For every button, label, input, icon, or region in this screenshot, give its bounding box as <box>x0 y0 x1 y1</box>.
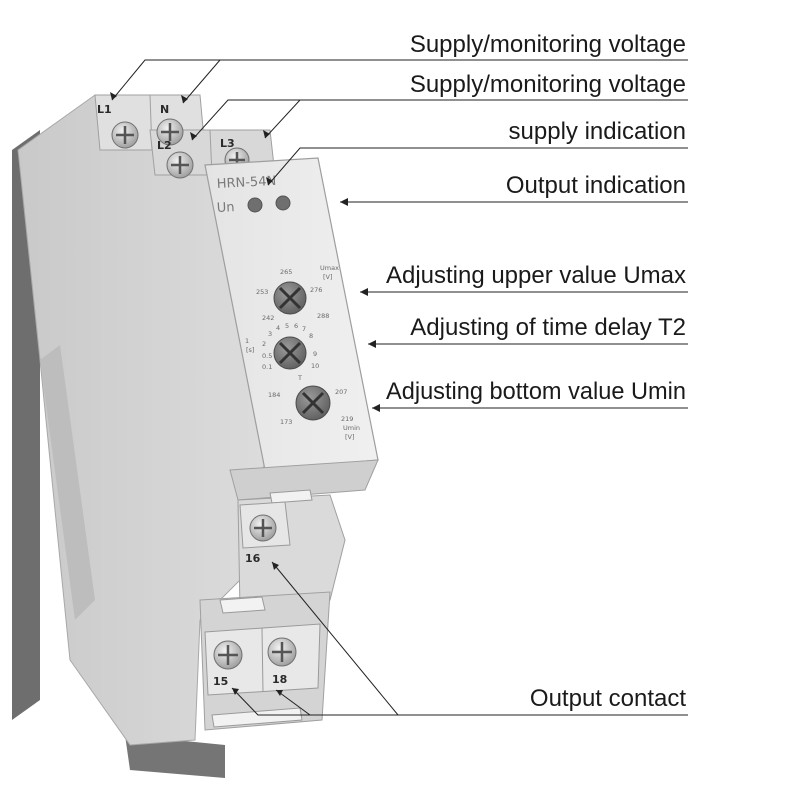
t2-tick-01: 0.1 <box>262 363 272 371</box>
leader-output-15 <box>231 687 310 716</box>
t2-unit: [s] <box>246 346 254 354</box>
umax-tick-265: 265 <box>280 268 292 276</box>
panel-bottom-edge <box>229 459 379 501</box>
umin-unit: [V] <box>345 433 355 441</box>
label-output-indication: Output indication <box>506 172 686 199</box>
umax-unit: [V] <box>323 273 333 281</box>
label-supply-monitoring-voltage-2: Supply/monitoring voltage <box>410 71 686 98</box>
t2-tick-4: 4 <box>276 324 280 332</box>
t2-tick-7: 7 <box>302 325 306 333</box>
leader-supply-1-L1 <box>111 59 688 101</box>
t2-tick-05: 0.5 <box>262 352 272 360</box>
umax-title: Umax <box>320 264 339 272</box>
output-led <box>275 195 291 211</box>
terminal-label-18: 18 <box>272 673 287 686</box>
label-adjusting-umax: Adjusting upper value Umax <box>386 262 686 289</box>
t2-tick-9: 9 <box>313 350 317 358</box>
wire-slot-18 <box>211 707 303 728</box>
screw-15 <box>213 640 243 670</box>
supply-led <box>247 197 263 213</box>
leader-supply-2-L3 <box>264 99 301 139</box>
t2-tick-2: 2 <box>262 340 266 348</box>
umax-tick-242: 242 <box>262 314 274 322</box>
wire-slot-15 <box>219 596 266 614</box>
umax-tick-288: 288 <box>317 312 329 320</box>
terminal-label-L3: L3 <box>220 137 235 150</box>
screw-18 <box>267 637 297 667</box>
terminal-label-L1: L1 <box>97 103 112 116</box>
umin-title: Umin <box>343 424 360 432</box>
label-supply-monitoring-voltage-1: Supply/monitoring voltage <box>410 31 686 58</box>
leader-lines <box>111 59 688 716</box>
leader-arrowheads <box>110 92 380 696</box>
t2-tick-3: 3 <box>268 330 272 338</box>
label-supply-indication: supply indication <box>509 118 686 145</box>
screw-16 <box>249 514 277 542</box>
t2-tick-10: 10 <box>311 362 319 370</box>
umin-tick-207: 207 <box>335 388 347 396</box>
din-clip-bottom <box>125 735 225 778</box>
callout-labels: Supply/monitoring voltage Supply/monitor… <box>386 31 686 712</box>
leader-supply-1-N <box>182 59 221 104</box>
relay-device: L1 N L2 L3 HRN-54N Un 265 253 276 242 28… <box>12 94 379 778</box>
umin-tick-173: 173 <box>280 418 292 426</box>
model-label: HRN-54N <box>216 174 276 192</box>
umin-tick-184: 184 <box>268 391 280 399</box>
leader-supply-indication <box>267 147 688 186</box>
umin-tick-219: 219 <box>341 415 353 423</box>
umax-tick-276: 276 <box>310 286 322 294</box>
umax-knob[interactable] <box>273 281 307 315</box>
label-adjusting-t2: Adjusting of time delay T2 <box>410 314 686 341</box>
label-output-contact: Output contact <box>530 685 686 712</box>
t2-unit-1: 1 <box>245 337 249 345</box>
terminal-label-15: 15 <box>213 675 228 688</box>
screw-L1 <box>111 121 139 149</box>
t2-title: T <box>297 374 302 382</box>
leader-supply-2-L2 <box>191 99 688 141</box>
t2-tick-8: 8 <box>309 332 313 340</box>
screw-N <box>156 118 184 146</box>
t2-knob[interactable] <box>273 336 307 370</box>
umin-knob[interactable] <box>295 385 331 421</box>
t2-tick-6: 6 <box>294 322 298 330</box>
terminal-label-N: N <box>160 103 169 116</box>
wire-slot-16 <box>269 489 313 504</box>
side-rib <box>40 345 95 620</box>
t2-tick-5: 5 <box>285 322 289 330</box>
led-label: Un <box>216 200 235 216</box>
label-adjusting-umin: Adjusting bottom value Umin <box>386 378 686 405</box>
terminal-label-16: 16 <box>245 552 261 565</box>
umax-tick-253: 253 <box>256 288 268 296</box>
terminal-label-L2: L2 <box>157 139 172 152</box>
screw-L2 <box>166 151 194 179</box>
